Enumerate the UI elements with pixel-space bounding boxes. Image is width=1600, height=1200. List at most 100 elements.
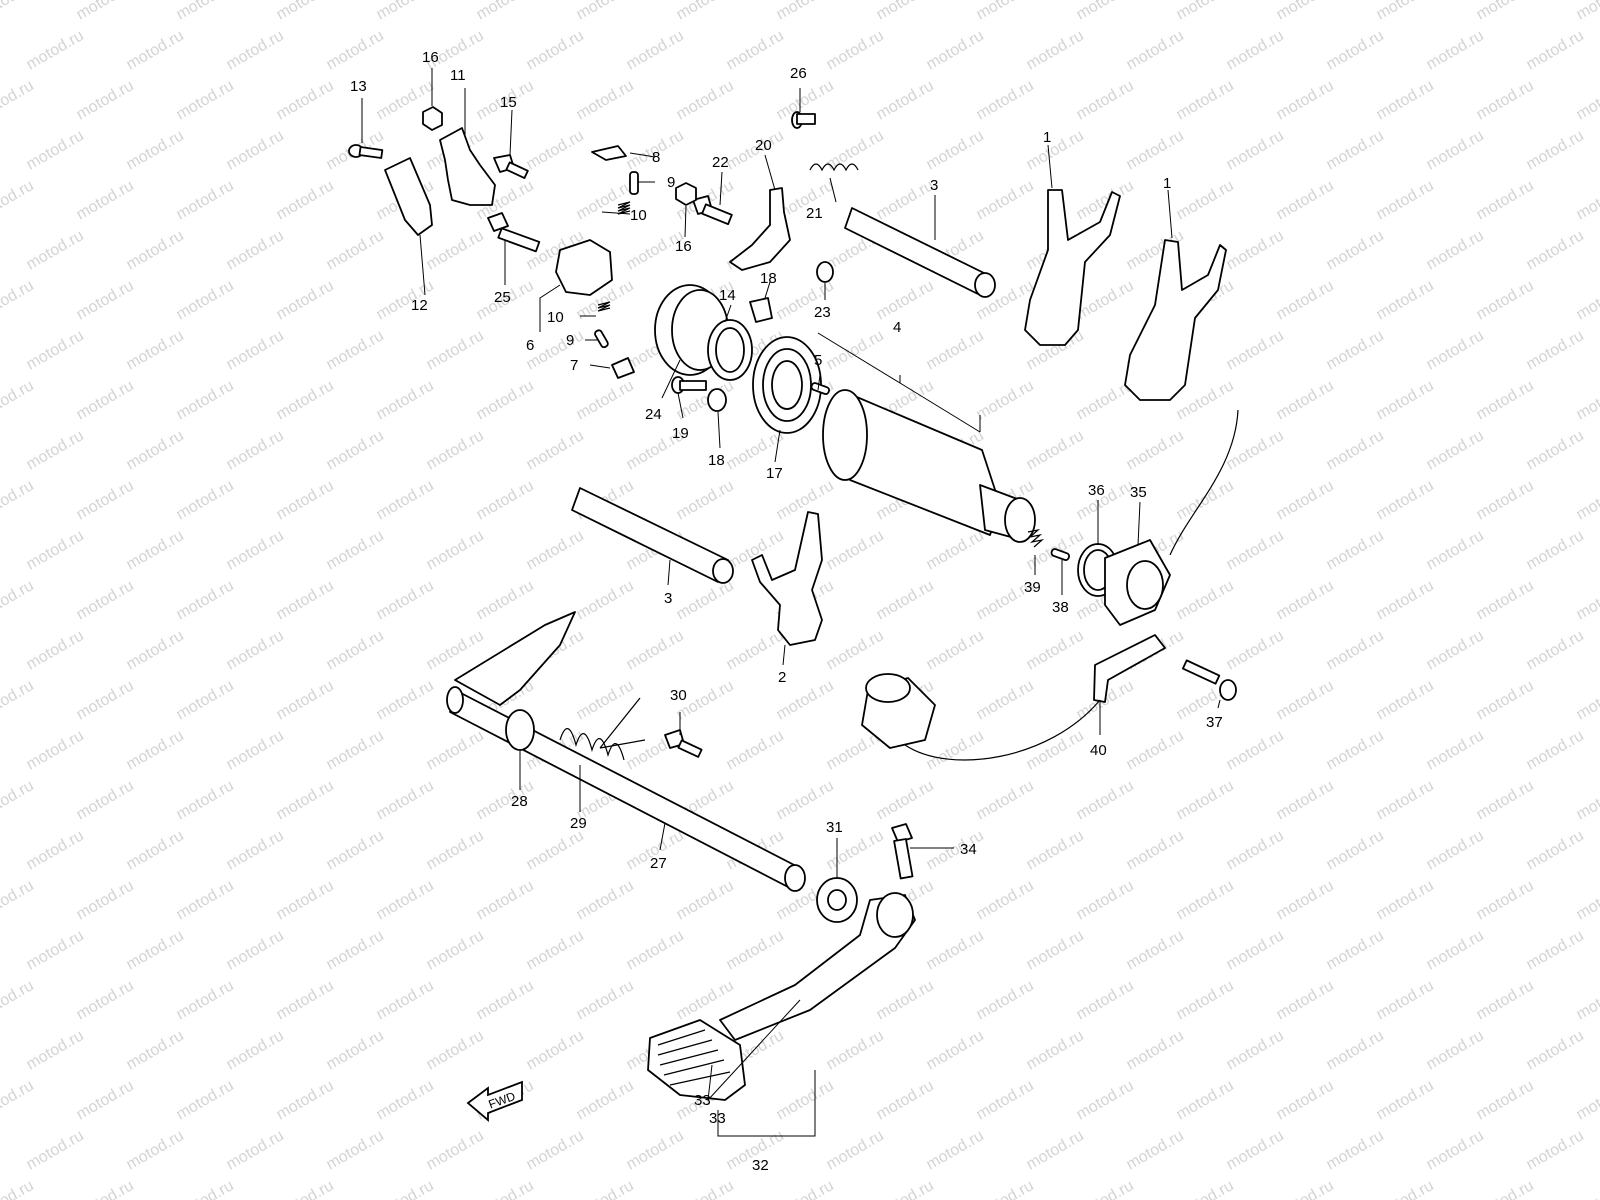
watermark-text: motod.ru bbox=[274, 677, 337, 723]
watermark-text: motod.ru bbox=[874, 577, 937, 623]
callout-33-right: 33 bbox=[709, 1110, 726, 1127]
watermark-text: motod.ru bbox=[1374, 177, 1437, 223]
watermark-text: motod.ru bbox=[124, 327, 187, 373]
watermark-text: motod.ru bbox=[1474, 1177, 1537, 1200]
callout-33-left: 33 bbox=[694, 1092, 711, 1109]
watermark-text: motod.ru bbox=[1124, 427, 1187, 473]
watermark-text: motod.ru bbox=[1074, 1177, 1137, 1200]
part-bolt-25 bbox=[487, 212, 541, 253]
watermark-text: motod.ru bbox=[974, 1077, 1037, 1123]
part-clamp-40 bbox=[1093, 634, 1166, 703]
part-stud-15 bbox=[493, 154, 529, 179]
watermark-text: motod.ru bbox=[874, 77, 937, 123]
watermark-text: motod.ru bbox=[1174, 977, 1237, 1023]
watermark-text: motod.ru bbox=[124, 827, 187, 873]
watermark-text: motod.ru bbox=[574, 1077, 637, 1123]
watermark-text: motod.ru bbox=[224, 127, 287, 173]
watermark-text: motod.ru bbox=[1074, 777, 1137, 823]
watermark-text: motod.ru bbox=[0, 377, 37, 423]
watermark-text: motod.ru bbox=[1274, 1177, 1337, 1200]
watermark-text: motod.ru bbox=[974, 0, 1037, 23]
watermark-text: motod.ru bbox=[574, 977, 637, 1023]
watermark-text: motod.ru bbox=[74, 877, 137, 923]
part-pin-9-lower bbox=[594, 329, 609, 349]
watermark-text: motod.ru bbox=[1124, 1027, 1187, 1073]
watermark-text: motod.ru bbox=[924, 327, 987, 373]
part-bracket-20 bbox=[729, 187, 791, 271]
watermark-text: motod.ru bbox=[1174, 0, 1237, 23]
callout-6: 6 bbox=[526, 337, 534, 354]
part-shaft-3-upper bbox=[844, 207, 996, 298]
watermark-text: motod.ru bbox=[424, 427, 487, 473]
watermark-text: motod.ru bbox=[774, 777, 837, 823]
watermark-text: motod.ru bbox=[274, 0, 337, 23]
watermark-text: motod.ru bbox=[1324, 227, 1387, 273]
watermark-text: motod.ru bbox=[774, 477, 837, 523]
watermark-text: motod.ru bbox=[24, 827, 87, 873]
callout-20: 20 bbox=[755, 137, 772, 154]
callout-3-lower: 3 bbox=[664, 590, 672, 607]
watermark-text: motod.ru bbox=[574, 377, 637, 423]
part-pin-5 bbox=[810, 382, 830, 395]
part-shift-drum-4 bbox=[822, 389, 1036, 543]
watermark-text: motod.ru bbox=[1074, 0, 1137, 23]
watermark-text: motod.ru bbox=[324, 227, 387, 273]
part-sensor-35 bbox=[1104, 539, 1171, 626]
watermark-text: motod.ru bbox=[1274, 77, 1337, 123]
watermark-text: motod.ru bbox=[74, 177, 137, 223]
watermark-text: motod.ru bbox=[24, 427, 87, 473]
watermark-text: motod.ru bbox=[174, 177, 237, 223]
watermark-text: motod.ru bbox=[974, 877, 1037, 923]
watermark-text: motod.ru bbox=[1274, 677, 1337, 723]
watermark-text: motod.ru bbox=[1224, 727, 1287, 773]
watermark-text: motod.ru bbox=[1024, 1027, 1087, 1073]
watermark-text: motod.ru bbox=[1274, 177, 1337, 223]
watermark-text: motod.ru bbox=[574, 877, 637, 923]
watermark-text: motod.ru bbox=[1474, 1077, 1537, 1123]
watermark-text: motod.ru bbox=[124, 127, 187, 173]
watermark-text: motod.ru bbox=[1374, 377, 1437, 423]
callout-35: 35 bbox=[1130, 484, 1147, 501]
watermark-text: motod.ru bbox=[174, 577, 237, 623]
watermark-text: motod.ru bbox=[424, 1127, 487, 1173]
watermark-text: motod.ru bbox=[824, 1127, 887, 1173]
watermark-text: motod.ru bbox=[174, 877, 237, 923]
callout-15: 15 bbox=[500, 94, 517, 111]
part-bolt-19 bbox=[671, 376, 707, 394]
callout-2: 2 bbox=[778, 669, 786, 686]
watermark-text: motod.ru bbox=[1424, 1027, 1487, 1073]
watermark-text: motod.ru bbox=[324, 27, 387, 73]
watermark-text: motod.ru bbox=[1424, 627, 1487, 673]
watermark-text: motod.ru bbox=[524, 527, 587, 573]
watermark-text: motod.ru bbox=[1574, 677, 1600, 723]
watermark-text: motod.ru bbox=[174, 1077, 237, 1123]
watermark-text: motod.ru bbox=[174, 277, 237, 323]
watermark-text: motod.ru bbox=[24, 127, 87, 173]
watermark-text: motod.ru bbox=[124, 527, 187, 573]
callout-4: 4 bbox=[893, 319, 901, 336]
watermark-text: motod.ru bbox=[74, 277, 137, 323]
watermark-text: motod.ru bbox=[124, 227, 187, 273]
watermark-text: motod.ru bbox=[424, 727, 487, 773]
watermark-text: motod.ru bbox=[74, 1077, 137, 1123]
watermark-text: motod.ru bbox=[574, 577, 637, 623]
watermark-text: motod.ru bbox=[424, 227, 487, 273]
watermark-text: motod.ru bbox=[0, 0, 37, 23]
watermark-text: motod.ru bbox=[924, 527, 987, 573]
watermark-text: motod.ru bbox=[74, 377, 137, 423]
part-rubber-ribs-33 bbox=[657, 1029, 731, 1086]
watermark-text: motod.ru bbox=[1324, 1027, 1387, 1073]
watermark-text: motod.ru bbox=[1524, 1027, 1587, 1073]
watermark-text: motod.ru bbox=[1574, 477, 1600, 523]
watermark-text: motod.ru bbox=[824, 527, 887, 573]
watermark-text: motod.ru bbox=[1224, 127, 1287, 173]
watermark-text: motod.ru bbox=[424, 527, 487, 573]
watermark-text: motod.ru bbox=[74, 777, 137, 823]
watermark-text: motod.ru bbox=[174, 1177, 237, 1200]
watermark-text: motod.ru bbox=[724, 727, 787, 773]
watermark-text: motod.ru bbox=[1424, 927, 1487, 973]
watermark-text: motod.ru bbox=[1424, 827, 1487, 873]
watermark-text: motod.ru bbox=[1074, 877, 1137, 923]
watermark-text: motod.ru bbox=[74, 1177, 137, 1200]
watermark-text: motod.ru bbox=[1174, 577, 1237, 623]
